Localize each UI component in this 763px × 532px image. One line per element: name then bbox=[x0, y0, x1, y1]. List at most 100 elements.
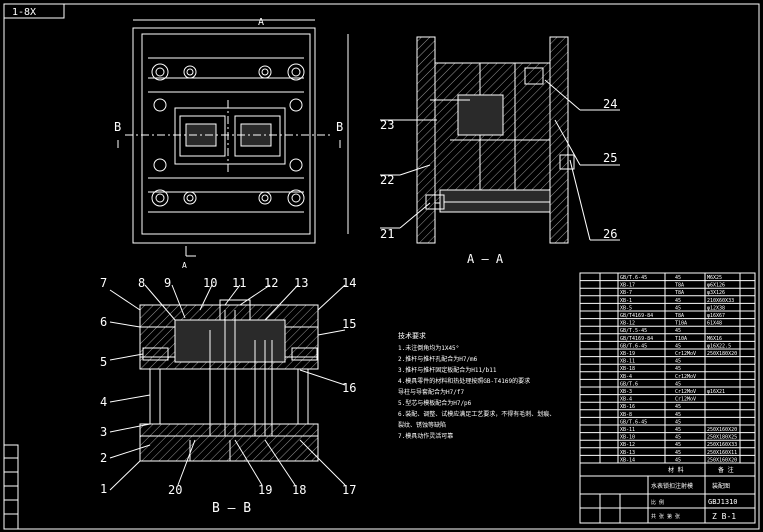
bom-code: XB-5 bbox=[620, 305, 632, 311]
callout-24: 24 bbox=[603, 97, 617, 111]
bom-material: 45 bbox=[675, 442, 681, 448]
bom-material: 45 bbox=[675, 343, 681, 349]
bom-spec: φ6X126 bbox=[707, 283, 725, 289]
callout-20: 20 bbox=[168, 483, 182, 497]
bom-code: XB-4 bbox=[620, 374, 632, 380]
bom-spec: 250X160X20 bbox=[707, 427, 737, 433]
bom-code: XB-11 bbox=[620, 427, 635, 433]
note-line-7: 6.装配、调整、试模应满足工艺要求，不得有毛刺、划痕、 bbox=[398, 410, 555, 418]
title-block: 材 料 备 注 水表锁扣注射模 装配图 GBJ1310 比 例 共 张 第 张 … bbox=[579, 462, 756, 524]
bom-material: 45 bbox=[675, 305, 681, 311]
sheet-no: Z B-1 bbox=[712, 512, 736, 521]
callout-10: 10 bbox=[203, 276, 217, 290]
corner-tag: 1-8X bbox=[12, 7, 36, 18]
bom-material: T8A bbox=[675, 313, 684, 319]
plan-mold-plate bbox=[141, 33, 311, 235]
bom-spec: M6X16 bbox=[707, 336, 722, 342]
bom-code: XB-13 bbox=[620, 450, 635, 456]
bom-material: 45 bbox=[675, 419, 681, 425]
note-line-1: 1.未注倒角均为1X45° bbox=[398, 344, 459, 352]
bb-ejector-pins bbox=[209, 310, 273, 436]
sheet-count: 共 张 第 张 bbox=[651, 513, 680, 520]
bom-material: 45 bbox=[675, 427, 681, 433]
bom-spec: φ3X126 bbox=[707, 290, 725, 296]
bom-code: GB/T.6 bbox=[620, 381, 638, 387]
callout-13: 13 bbox=[294, 276, 308, 290]
note-line-9: 7.模具动作灵活可靠 bbox=[398, 432, 453, 440]
bom-code: XB-12 bbox=[620, 321, 635, 327]
bom-code: XB-11 bbox=[620, 359, 635, 365]
bom-code: XB-12 bbox=[620, 442, 635, 448]
section-b-right: B bbox=[336, 120, 343, 134]
bom-spec: φ16X22.5 bbox=[707, 343, 731, 349]
drawing-title: 装配图 bbox=[712, 482, 730, 490]
bb-support-right bbox=[297, 368, 309, 425]
callout-5: 5 bbox=[100, 355, 107, 369]
bom-material: 45 bbox=[675, 275, 681, 281]
material-label: 材 料 bbox=[668, 466, 684, 474]
bom-material: 45 bbox=[675, 366, 681, 372]
bom-spec: 250X180X25 bbox=[707, 435, 737, 441]
bom-spec: M6X25 bbox=[707, 275, 722, 281]
section-a-top: A bbox=[258, 17, 264, 28]
guide-bushings bbox=[151, 63, 305, 207]
callout-1: 1 bbox=[100, 482, 107, 496]
callout-26: 26 bbox=[603, 227, 617, 241]
bb-leaders bbox=[109, 284, 346, 491]
bom-code: XB-7 bbox=[620, 290, 632, 296]
bom-code: XB-18 bbox=[620, 366, 635, 372]
bom-code: XB-10 bbox=[620, 435, 635, 441]
note-line-3: 3.推杆与推杆固定板配合为H11/b11 bbox=[398, 366, 497, 374]
bom-spec: 210X60X33 bbox=[707, 298, 734, 304]
notes-title: 技术要求 bbox=[398, 331, 426, 340]
section-bb-title: B — B bbox=[212, 501, 251, 516]
section-bb-view: 1 2 3 4 5 6 7 8 9 10 11 12 13 14 15 16 1… bbox=[100, 276, 356, 516]
bom-code: XB-8 bbox=[620, 412, 632, 418]
aa-ejector bbox=[439, 189, 551, 213]
bb-support-left bbox=[149, 368, 161, 425]
callout-9: 9 bbox=[164, 276, 171, 290]
callout-14: 14 bbox=[342, 276, 356, 290]
technical-notes: 技术要求 1.未注倒角均为1X45° 2.推杆与推杆孔配合为H7/m6 3.推杆… bbox=[398, 331, 555, 440]
section-aa-title: A — A bbox=[467, 252, 504, 266]
bom-spec: 250X160X11 bbox=[707, 450, 737, 456]
bom-code: XB-4 bbox=[620, 397, 632, 403]
bom-material: Cr12MoV bbox=[675, 389, 696, 395]
bom-spec: 250X160X20 bbox=[707, 457, 737, 463]
bom-material: 45 bbox=[675, 381, 681, 387]
bb-guide-right bbox=[291, 347, 318, 361]
bom-code: XB-14 bbox=[620, 457, 635, 463]
callout-6: 6 bbox=[100, 315, 107, 329]
callout-21: 21 bbox=[380, 227, 394, 241]
callout-25: 25 bbox=[603, 151, 617, 165]
callout-11: 11 bbox=[232, 276, 246, 290]
callout-7: 7 bbox=[100, 276, 107, 290]
note-line-4: 4.模具零件的材料和热处理按照GB-T4169的要求 bbox=[398, 377, 530, 385]
callout-12: 12 bbox=[264, 276, 278, 290]
callout-19: 19 bbox=[258, 483, 272, 497]
cavity-insert bbox=[174, 107, 286, 165]
bom-material: 45 bbox=[675, 298, 681, 304]
bom-material: 45 bbox=[675, 457, 681, 463]
plan-view: B B A A bbox=[114, 17, 349, 270]
note-line-2: 2.推杆与推杆孔配合为H7/m6 bbox=[398, 355, 478, 363]
section-b-left: B bbox=[114, 120, 121, 134]
bom-material: 45 bbox=[675, 412, 681, 418]
note-line-6: 5.型芯与模板配合为H7/p6 bbox=[398, 399, 472, 407]
drawing-code: GBJ1310 bbox=[708, 498, 738, 506]
note-line-8: 裂纹、锈蚀等缺陷 bbox=[398, 421, 446, 429]
left-margin-marks bbox=[3, 444, 19, 530]
note-line-5: 导柱与导套配合为H7/f7 bbox=[398, 388, 464, 396]
bom-material: T10A bbox=[675, 321, 687, 327]
cavity-left bbox=[179, 115, 226, 157]
bom-code: GB/T4169-84 bbox=[620, 313, 653, 319]
bom-material: Cr12MoV bbox=[675, 397, 696, 403]
bb-ejector-plate bbox=[139, 423, 319, 437]
aa-support-plate bbox=[514, 62, 551, 204]
callout-17: 17 bbox=[342, 483, 356, 497]
bom-code: GB/T.6-45 bbox=[620, 419, 647, 425]
bom-code: XB-1 bbox=[620, 298, 632, 304]
title-block-frame bbox=[579, 462, 756, 524]
